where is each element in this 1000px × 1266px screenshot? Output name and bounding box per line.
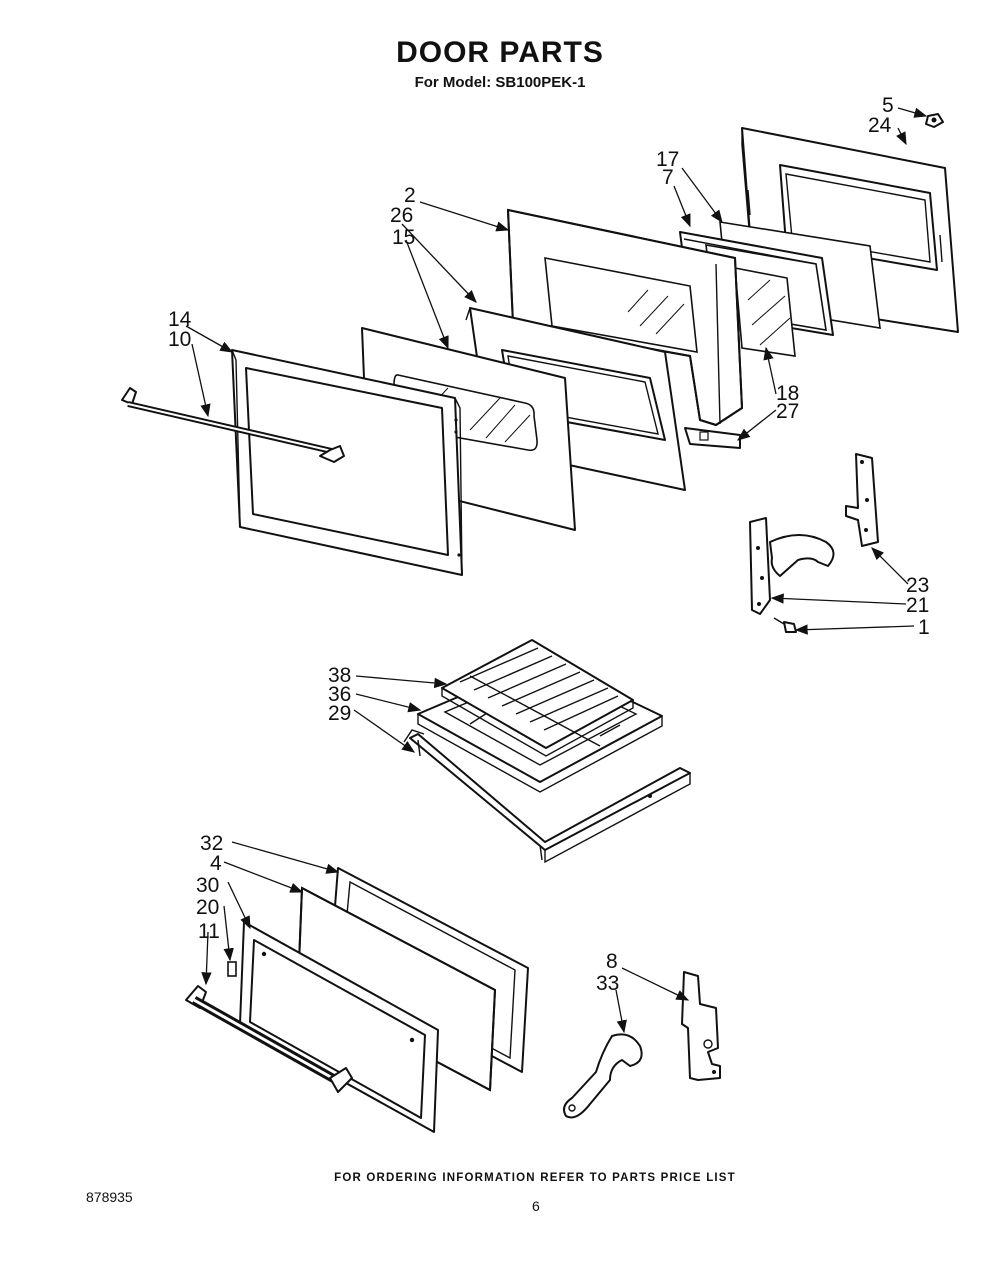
door-handle [121, 387, 345, 463]
callout-1: 1 [918, 616, 930, 639]
callout-4: 4 [210, 852, 222, 875]
callout-21: 21 [906, 594, 929, 617]
callout-11: 11 [198, 920, 220, 943]
callout-33: 33 [596, 972, 619, 995]
drawer-front-frame [239, 921, 439, 1133]
callout-18: 18 [776, 382, 799, 405]
callout-32: 32 [200, 832, 223, 855]
callout-2: 2 [404, 184, 416, 207]
drawer-clip [227, 961, 237, 977]
callout-15: 15 [392, 226, 415, 249]
door-nut [925, 113, 944, 128]
callout-24: 24 [868, 114, 892, 137]
callout-8: 8 [606, 950, 618, 973]
door-hinge-23 [845, 453, 879, 547]
callout-labels: 5 24 17 7 2 26 15 18 27 14 10 23 21 1 38… [168, 94, 930, 995]
callout-17: 17 [656, 148, 679, 171]
drawer-latch [563, 1033, 643, 1119]
callout-5: 5 [882, 94, 894, 117]
door-bottom-trim [684, 427, 741, 449]
callout-10: 10 [168, 328, 191, 351]
callout-23: 23 [906, 574, 929, 597]
callout-14: 14 [168, 308, 192, 331]
ordering-info-note: FOR ORDERING INFORMATION REFER TO PARTS … [334, 1172, 736, 1184]
page-number: 6 [532, 1198, 540, 1214]
inner-glass [734, 267, 796, 357]
page-title: DOOR PARTS [396, 36, 604, 69]
callout-29: 29 [328, 702, 351, 725]
document-number: 878935 [86, 1189, 133, 1205]
callout-20: 20 [196, 896, 219, 919]
callout-36: 36 [328, 683, 351, 706]
hinge-screw [773, 617, 797, 633]
callout-38: 38 [328, 664, 351, 687]
broiler-slide-rack [403, 729, 691, 864]
model-subtitle: For Model: SB100PEK-1 [414, 74, 586, 91]
broiler-grid [441, 639, 634, 757]
callout-30: 30 [196, 874, 219, 897]
drawer-bracket [681, 971, 721, 1081]
door-hinge-21 [749, 517, 835, 615]
callout-7: 7 [662, 166, 674, 189]
callout-27: 27 [776, 400, 799, 423]
leader-lines [185, 107, 928, 1034]
outer-door-frame [231, 349, 463, 576]
callout-26: 26 [390, 204, 413, 227]
drawer-handle [185, 985, 353, 1093]
